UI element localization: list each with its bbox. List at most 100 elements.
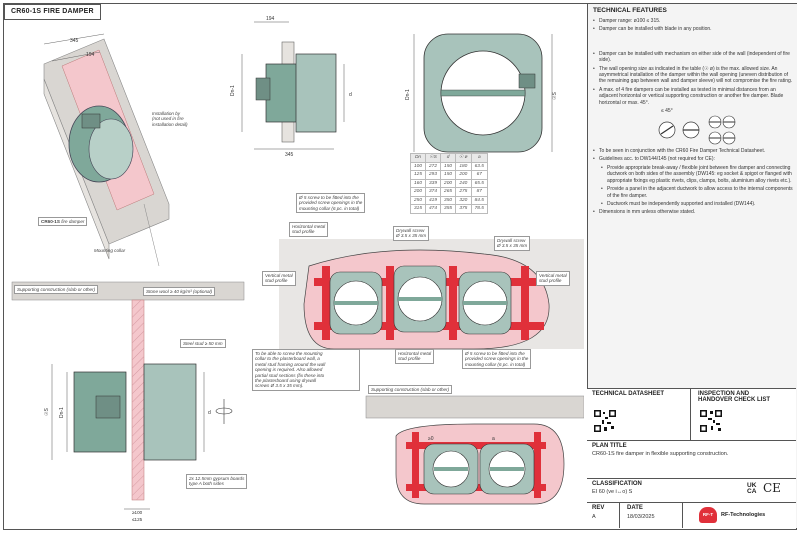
company-name: RF-Technologies: [721, 512, 766, 518]
callout-drywall-2: Drywall screw Ø 3.5 x 35 mm: [494, 236, 531, 251]
table-cell: 240: [455, 178, 472, 188]
sheet-title: CR60-1S FIRE DAMPER: [4, 4, 101, 20]
callout-plasterboard: To be able to screw the mounting collar …: [252, 349, 360, 391]
dim-side-345: 345: [285, 152, 294, 158]
table-cell: 200: [455, 170, 472, 180]
classification-label: CLASSIFICATION: [592, 481, 642, 487]
checklist-label: INSPECTION AND HANDOVER CHECK LIST: [698, 391, 771, 403]
angle-label: ≤ 45°: [661, 108, 673, 115]
table-cell: 293: [425, 170, 442, 180]
table-cell: 200: [440, 178, 457, 188]
rev-label: REV: [592, 505, 605, 511]
table-cell: 87: [470, 187, 488, 197]
table-cell: 100: [409, 161, 427, 171]
table-cell: 200: [409, 187, 427, 197]
rev-value: A: [592, 514, 596, 520]
callout-mounting-collar: Mounting collar: [94, 248, 126, 253]
callout-support-top: Supporting construction (slab or other): [14, 285, 99, 295]
table-cell: 160: [409, 178, 427, 188]
ce-mark-icon: CE: [763, 481, 781, 495]
datasheet-qr-icon[interactable]: [593, 409, 617, 433]
table-header: d: [440, 153, 457, 163]
table-cell: 67: [470, 170, 488, 180]
classification-value: EI 60 (ve i↔o) S: [592, 489, 633, 495]
feature-subitem: Ductwork must be independently supported…: [593, 201, 793, 208]
table-header: a: [470, 153, 488, 163]
table-cell: 355: [440, 204, 457, 214]
table-cell: 350: [440, 195, 457, 205]
dim-section-bot2: ≤125: [132, 517, 143, 522]
callout-vert-right: Vertical metal stud profile: [536, 271, 570, 286]
callout-stone-wool: Stone wool ≥ 40 kg/m³ (optional): [143, 287, 216, 297]
table-cell: 150: [440, 170, 457, 180]
feature-subitem: Provide a panel in the adjacent ductwork…: [593, 186, 793, 199]
datasheet-box: TECHNICAL DATASHEET INSPECTION AND HANDO…: [587, 388, 796, 440]
feature-item: Guidelines acc. to DW144/145 (not requir…: [593, 156, 793, 163]
table-cell: 180: [455, 161, 472, 171]
dim-section-d: d: [208, 410, 211, 416]
table-cell: 275: [455, 187, 472, 197]
blade-icons: [658, 115, 736, 145]
table-cell: 474: [425, 204, 442, 214]
feature-item: Damper can be installed with mechanism o…: [593, 51, 793, 64]
callout-screw-sides: Ø 5 screw to be fitted into the provided…: [296, 193, 366, 214]
elevation-three-dampers: [279, 239, 584, 350]
table-header: ☉ ø: [455, 153, 472, 163]
divider: [690, 389, 691, 440]
date-value: 18/03/2025: [627, 514, 655, 520]
classification-box: CLASSIFICATION EI 60 (ve i↔o) S UK CA CE: [587, 478, 796, 502]
datasheet-label: TECHNICAL DATASHEET: [592, 391, 664, 397]
callout-drywall-1: Drywall screw Ø 3.5 x 35 mm: [393, 226, 430, 241]
callout-horiz-bottom: Horizontal metal stud profile: [395, 349, 435, 364]
features-list: Damper range: ø100 ≤ 315. Damper can be …: [593, 18, 793, 218]
feature-item: The wall opening size as indicated in th…: [593, 66, 793, 85]
feature-subitem: Provide appropriate break-away / flexibl…: [593, 165, 793, 184]
table-cell: 265: [440, 187, 457, 197]
dim-side-d: d: [349, 92, 352, 98]
plan-title-box: PLAN TITLE CR60-1S fire damper in flexib…: [587, 440, 796, 478]
table-header: ☉S: [425, 153, 442, 163]
elevation-two-dampers: [365, 395, 584, 505]
table-cell: 374: [425, 187, 442, 197]
table-cell: 272: [425, 161, 442, 171]
dim-a: a: [492, 436, 495, 442]
table-header-row: Dn ☉S d ☉ ø a: [409, 153, 488, 163]
feature-item: To be seen in conjunction with the CR60 …: [593, 148, 793, 155]
table-cell: 320: [455, 195, 472, 205]
blade-orientation-diagram: ≤ 45°: [593, 108, 793, 145]
dim-iso-194: 194: [86, 52, 95, 58]
revision-box: REV A DATE 18/03/2025 RF-T RF-Technologi…: [587, 502, 796, 528]
dim-side-dn: Dn-1: [230, 85, 236, 96]
table-cell: 339: [425, 178, 442, 188]
checklist-qr-icon[interactable]: [699, 409, 723, 433]
plan-title-label: PLAN TITLE: [592, 443, 627, 449]
iso-view: [43, 33, 170, 267]
features-title: TECHNICAL FEATURES: [593, 7, 667, 14]
table-cell: 78.5: [470, 204, 488, 214]
front-view: [413, 33, 553, 153]
callout-product: CR60-1S fire damper: [38, 217, 88, 227]
feature-item: A max. of 4 fire dampers can be installe…: [593, 87, 793, 106]
callout-vert-left: Vertical metal stud profile: [262, 271, 296, 286]
plan-title-value: CR60-1S fire damper in flexible supporti…: [592, 451, 729, 457]
callout-support-bottom: Supporting construction (slab or other): [368, 385, 453, 395]
ukca-mark-icon: UK CA: [747, 482, 757, 495]
table-cell: 84.5: [470, 195, 488, 205]
callout-steel-stud: Steel stud ≥ 50 mm: [180, 339, 226, 349]
dim-front-dn: Dn-1: [405, 89, 411, 100]
table-cell: 63.5: [470, 161, 488, 171]
callout-horiz-top: Horizontal metal stud profile: [289, 222, 329, 237]
divider: [682, 503, 683, 528]
table-cell: 419: [425, 195, 442, 205]
product-name: CR60-1S: [41, 219, 60, 224]
table-cell: 150: [440, 161, 457, 171]
technical-features-panel: TECHNICAL FEATURES Damper range: ø100 ≤ …: [587, 4, 797, 528]
table-cell: 250: [409, 195, 427, 205]
callout-install: Installation by (not used in fire instal…: [152, 111, 188, 127]
